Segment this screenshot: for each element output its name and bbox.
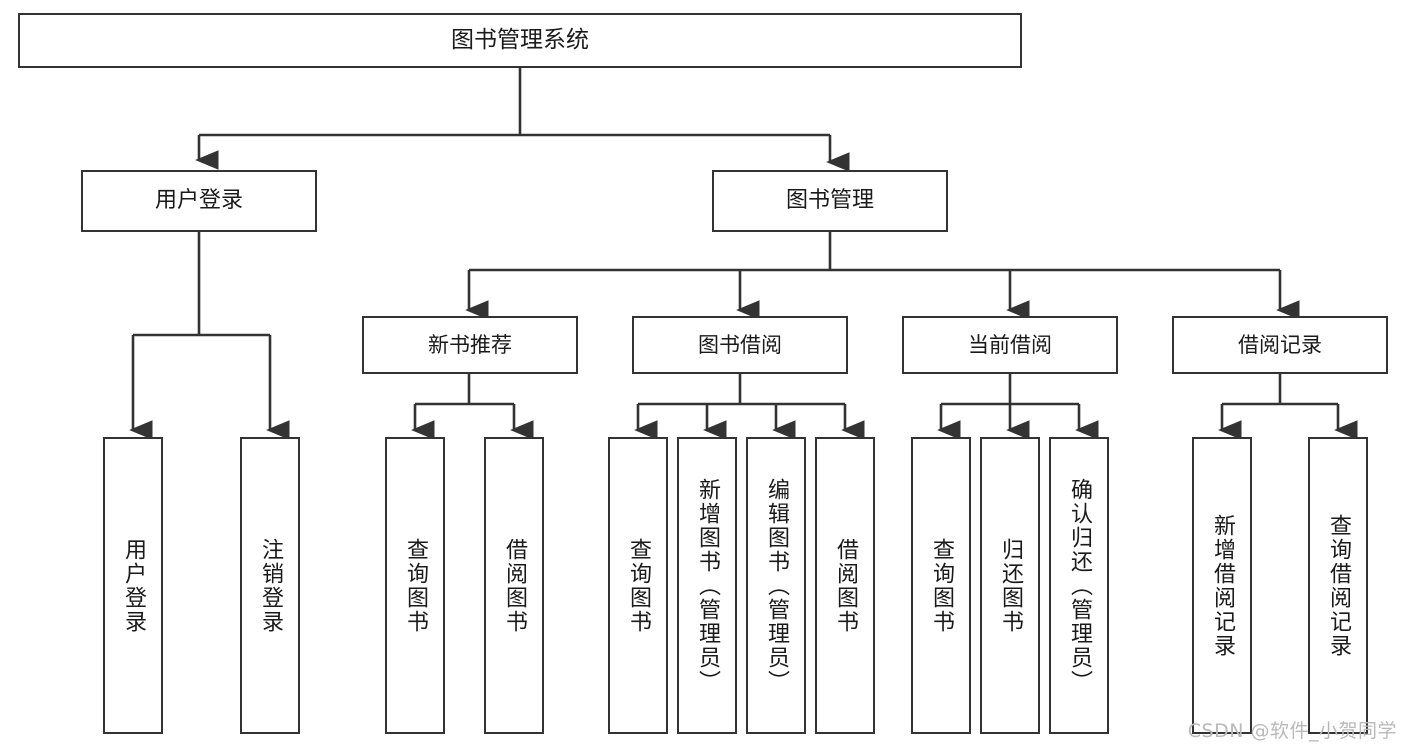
node-root[interactable]: 图书管理系统 bbox=[18, 13, 1022, 68]
leaf-label: 查询借阅记录 bbox=[1325, 513, 1351, 658]
leaf-borrow-borrow-book[interactable]: 借阅图书 bbox=[815, 437, 875, 734]
node-book-management-label: 图书管理 bbox=[785, 188, 874, 213]
leaf-label: 确认归还（管理员） bbox=[1066, 477, 1092, 694]
leaf-current-return-book[interactable]: 归还图书 bbox=[980, 437, 1040, 734]
leaf-label: 编辑图书（管理员） bbox=[763, 477, 789, 694]
node-book-management[interactable]: 图书管理 bbox=[712, 170, 948, 232]
node-current-borrow[interactable]: 当前借阅 bbox=[902, 316, 1118, 374]
leaf-label: 用户登录 bbox=[120, 537, 146, 634]
node-root-label: 图书管理系统 bbox=[451, 27, 589, 53]
leaf-label: 新增图书（管理员） bbox=[694, 477, 720, 694]
node-user-login-label: 用户登录 bbox=[154, 188, 243, 213]
leaf-new-book-borrow[interactable]: 借阅图书 bbox=[484, 437, 544, 734]
node-book-borrow[interactable]: 图书借阅 bbox=[632, 316, 848, 374]
leaf-records-query-record[interactable]: 查询借阅记录 bbox=[1308, 437, 1368, 734]
node-user-login[interactable]: 用户登录 bbox=[81, 170, 317, 232]
node-new-book-recommend-label: 新书推荐 bbox=[428, 332, 512, 357]
leaf-records-add-record[interactable]: 新增借阅记录 bbox=[1192, 437, 1252, 734]
leaf-current-query-book[interactable]: 查询图书 bbox=[911, 437, 971, 734]
node-borrow-records[interactable]: 借阅记录 bbox=[1172, 316, 1388, 374]
leaf-label: 查询图书 bbox=[402, 537, 428, 634]
node-current-borrow-label: 当前借阅 bbox=[968, 332, 1052, 357]
leaf-borrow-edit-book-admin[interactable]: 编辑图书（管理员） bbox=[746, 437, 806, 734]
leaf-label: 查询图书 bbox=[625, 537, 651, 634]
leaf-current-confirm-return-admin[interactable]: 确认归还（管理员） bbox=[1049, 437, 1109, 734]
leaf-label: 借阅图书 bbox=[501, 537, 527, 634]
node-borrow-records-label: 借阅记录 bbox=[1238, 332, 1322, 357]
leaf-borrow-query-book[interactable]: 查询图书 bbox=[608, 437, 668, 734]
leaf-label: 借阅图书 bbox=[832, 537, 858, 634]
leaf-label: 归还图书 bbox=[997, 537, 1023, 634]
leaf-label: 查询图书 bbox=[928, 537, 954, 634]
watermark: CSDN @软件_小贺同学 bbox=[1187, 720, 1397, 742]
node-book-borrow-label: 图书借阅 bbox=[698, 332, 782, 357]
leaf-label: 注销登录 bbox=[257, 537, 283, 634]
leaf-label: 新增借阅记录 bbox=[1209, 513, 1235, 658]
node-new-book-recommend[interactable]: 新书推荐 bbox=[362, 316, 578, 374]
leaf-user-login-login[interactable]: 用户登录 bbox=[103, 437, 163, 734]
leaf-borrow-add-book-admin[interactable]: 新增图书（管理员） bbox=[677, 437, 737, 734]
leaf-new-book-query[interactable]: 查询图书 bbox=[385, 437, 445, 734]
leaf-user-login-logout[interactable]: 注销登录 bbox=[240, 437, 300, 734]
